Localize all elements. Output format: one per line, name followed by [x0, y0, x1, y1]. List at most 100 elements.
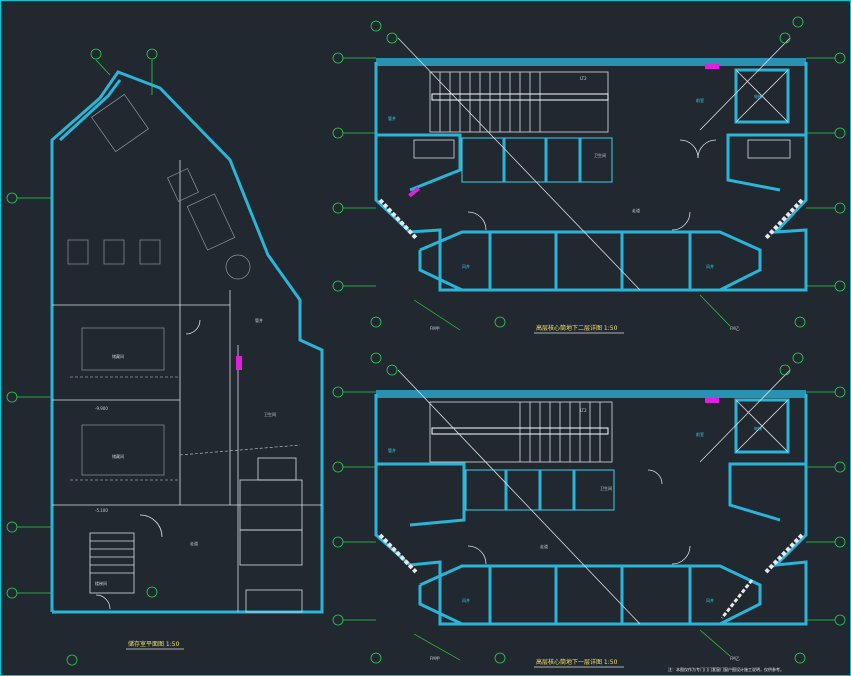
left-grid-bubbles	[6, 48, 158, 666]
bottom-plan-label-lt: LT2	[580, 408, 587, 413]
grid-bubble	[370, 652, 382, 664]
bottom-plan-label-shaft-right: 风井	[706, 597, 714, 603]
left-stair-top	[91, 93, 149, 153]
bottom-plan-leader-2	[699, 369, 791, 463]
grid-bubble	[332, 386, 344, 398]
left-stair-treads	[90, 540, 134, 574]
top-plan-door-3	[467, 211, 487, 231]
grid-bubble	[6, 391, 18, 403]
top-plan-magenta-marker	[705, 64, 719, 69]
grid-bubble	[332, 52, 344, 64]
grid-bubble	[6, 192, 18, 204]
bottom-plan-window-inner	[720, 579, 754, 619]
top-plan-window-right	[764, 198, 804, 240]
top-plan-title: 高层核心筒地下二层详图 1:50	[536, 324, 618, 332]
bottom-plan-door-2	[671, 545, 691, 565]
left-plan-title: 储存室平面图 1:50	[128, 640, 180, 648]
top-plan-label-pipe: 管井	[388, 115, 396, 121]
top-plan-outer-wall	[374, 62, 808, 292]
grid-bubble	[834, 536, 846, 548]
top-plan-label-wc: 卫生间	[594, 152, 606, 158]
grid-bubble	[6, 521, 18, 533]
grid-bubble	[494, 652, 506, 664]
grid-bubble	[834, 202, 846, 214]
left-door-1	[139, 514, 163, 538]
left-equipment-6	[186, 193, 236, 251]
left-stair-lower	[245, 589, 303, 613]
grid-bubble	[370, 316, 382, 328]
top-right-floor-plan: 风井 风井 前室 电梯 管井 LT2 卫生间 走道 FM甲 FM乙 高层核心筒地…	[374, 37, 808, 334]
top-plan-label-elevator: 电梯	[754, 93, 762, 99]
top-plan-stair	[429, 71, 609, 133]
bottom-plan-stair	[429, 401, 613, 463]
grid-bubble	[779, 364, 791, 376]
grid-bubble	[834, 614, 846, 626]
bottom-plan-label-elevator: 电梯	[754, 425, 762, 431]
left-equipment-5	[139, 239, 161, 265]
left-magenta-marker	[236, 356, 242, 370]
bottom-plan-inner-wall-1	[376, 462, 466, 527]
left-door-3	[185, 319, 201, 335]
grid-bubble	[90, 48, 102, 60]
top-plan-label-front: 前室	[696, 97, 704, 103]
left-room-label-1: 储藏间	[112, 353, 124, 359]
footnote: 注：本图仅作为专门门门套窗门窗户图设计施工说明，仅供参考。	[668, 666, 784, 672]
grid-bubble	[332, 127, 344, 139]
grid-bubble	[779, 32, 791, 44]
bottom-plan-label-hall: 走道	[540, 543, 548, 549]
grid-bubble	[332, 280, 344, 292]
bottom-plan-note-right: FM乙	[730, 655, 740, 661]
left-stair-bottom	[89, 532, 135, 594]
grid-bubble	[792, 16, 804, 28]
bottom-plan-inner-wall-2	[728, 462, 806, 522]
grid-bubble	[66, 654, 78, 666]
left-equipment-2	[81, 424, 165, 476]
top-plan-leader-2	[699, 37, 791, 131]
grid-bubble	[370, 20, 382, 32]
left-room-label-stair: 楼梯间	[95, 580, 107, 586]
bottom-plan-label-front: 前室	[696, 431, 704, 437]
left-equipment-4	[103, 239, 125, 265]
grid-bubble	[332, 614, 344, 626]
bottom-right-floor-plan: 风井 风井 前室 电梯 管井 LT2 卫生间 走道 FM甲 FM乙 高层核心筒地…	[374, 369, 808, 668]
left-dashed-3	[179, 444, 301, 456]
bottom-plan-window-right	[764, 533, 804, 574]
top-plan-note-right: FM乙	[730, 325, 740, 331]
top-plan-door-2	[697, 139, 717, 159]
grid-bubble	[370, 352, 382, 364]
bottom-plan-magenta-marker	[705, 398, 719, 403]
top-plan-door-1	[679, 139, 699, 159]
left-equipment-7	[167, 168, 199, 202]
grid-bubble	[834, 280, 846, 292]
grid-bubble	[332, 202, 344, 214]
top-plan-inner-wall-2	[726, 133, 806, 192]
bottom-plan-door-1	[467, 545, 487, 565]
grid-bubble	[494, 316, 506, 328]
bottom-plan-label-pipe: 管井	[388, 447, 396, 453]
bottom-plan-label-shaft-left: 风井	[462, 597, 470, 603]
bottom-plan-top-wall	[376, 390, 806, 398]
left-equipment-3	[67, 239, 89, 265]
grid-bubble	[146, 48, 158, 60]
left-door-2	[95, 594, 111, 610]
grid-bubble	[386, 364, 398, 376]
grid-bubble	[6, 587, 18, 599]
left-room-label-2: 储藏间	[112, 453, 124, 459]
top-plan-inner-wall-1	[376, 133, 462, 192]
left-plan-inner-wall-top	[58, 79, 122, 142]
bottom-plan-elevator	[734, 398, 790, 454]
top-plan-label-lt: LT2	[580, 76, 587, 81]
right-grid-bubbles	[332, 16, 846, 664]
top-plan-door-4	[671, 211, 691, 231]
top-plan-elevator	[734, 68, 790, 124]
bottom-plan-title: 高层核心筒地下一层详图 1:50	[536, 658, 618, 666]
bottom-plan-leader-1	[397, 369, 641, 625]
left-level-b: -5.100	[95, 508, 108, 513]
grid-bubble	[792, 352, 804, 364]
bottom-plan-stair-handrail	[431, 427, 609, 435]
top-plan-wc-block	[461, 137, 613, 183]
left-room-label-hall: 走道	[190, 540, 198, 546]
grid-bubble	[834, 127, 846, 139]
top-plan-window-left	[378, 198, 418, 240]
